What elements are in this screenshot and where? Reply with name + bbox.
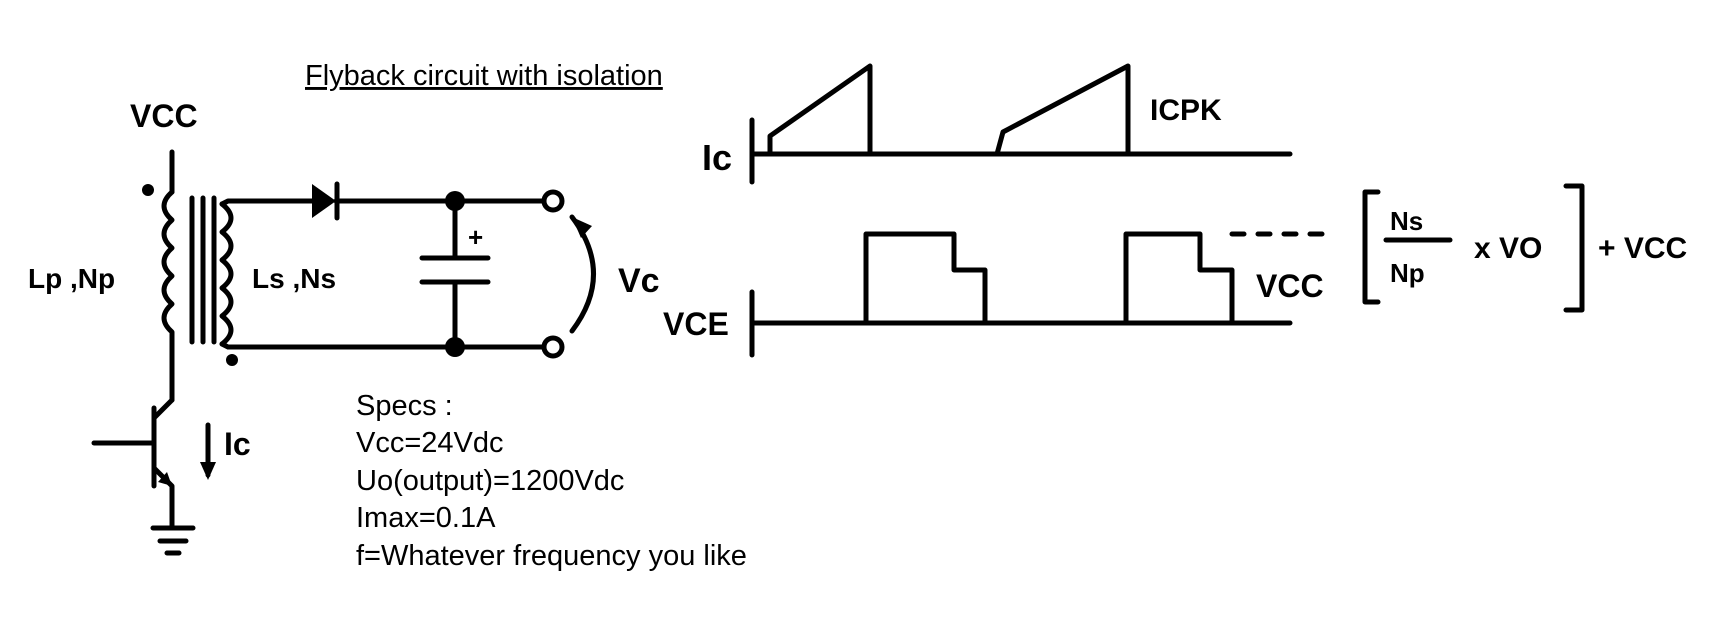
spec-line: Imax=0.1A <box>356 502 496 534</box>
vcc-level-label: VCC <box>1256 268 1324 304</box>
transformer-core <box>189 195 217 345</box>
primary-polarity-dot <box>142 184 154 196</box>
collector-current-arrow-icon <box>200 462 216 480</box>
primary-label: Lp ,Np <box>28 263 115 294</box>
times-vo-label: x VO <box>1474 232 1542 265</box>
output-terminal-bottom[interactable] <box>541 335 565 359</box>
ic-peak-label: ICPK <box>1150 94 1222 127</box>
output-voltage-label: Vc <box>618 262 660 300</box>
ground-symbol <box>150 525 196 556</box>
secondary-label: Ls ,Ns <box>252 263 336 294</box>
spec-line: Uo(output)=1200Vdc <box>356 465 624 497</box>
ic-waveform <box>767 63 1131 157</box>
secondary-polarity-dot <box>226 354 238 366</box>
emitter-arrow-icon <box>158 472 172 486</box>
secondary-winding <box>219 201 234 347</box>
ic-axis-label: Ic <box>702 137 732 178</box>
formula-left-bracket <box>1362 189 1381 305</box>
capacitor-plus: + <box>468 222 483 252</box>
ratio-numerator: Ns <box>1390 206 1423 236</box>
secondary-top-wire <box>219 198 548 207</box>
ic-axis <box>749 117 1293 185</box>
formula-right-bracket <box>1563 183 1585 313</box>
secondary-bottom-wire <box>219 341 548 350</box>
vce-axis-label: VCE <box>663 306 729 342</box>
vce-waveform <box>863 231 1235 326</box>
flyback-circuit: VCC Lp ,Np Ls ,Ns + Vc <box>28 98 660 556</box>
capacitor <box>419 198 491 350</box>
specs-heading: Specs : <box>356 390 453 422</box>
collector-current-label: Ic <box>224 426 251 462</box>
spec-line: Vcc=24Vdc <box>356 427 504 459</box>
spec-line: f=Whatever frequency you like <box>356 540 747 572</box>
specs-block: Specs : Vcc=24Vdc Uo(output)=1200Vdc Ima… <box>356 390 747 572</box>
diagram-title: Flyback circuit with isolation <box>305 60 663 92</box>
vce-axis <box>749 289 1293 358</box>
output-voltage-arrow-icon <box>572 217 592 238</box>
waveforms: Ic ICPK VCE VCC Ns Np x VO + VCC <box>663 63 1687 358</box>
vcc-label: VCC <box>130 98 198 134</box>
output-terminal-top[interactable] <box>541 189 565 213</box>
primary-winding <box>161 189 175 403</box>
transistor-collector <box>151 397 175 421</box>
output-diode <box>312 184 336 218</box>
ratio-denominator: Np <box>1390 258 1425 288</box>
plus-vcc-label: + VCC <box>1598 232 1687 265</box>
